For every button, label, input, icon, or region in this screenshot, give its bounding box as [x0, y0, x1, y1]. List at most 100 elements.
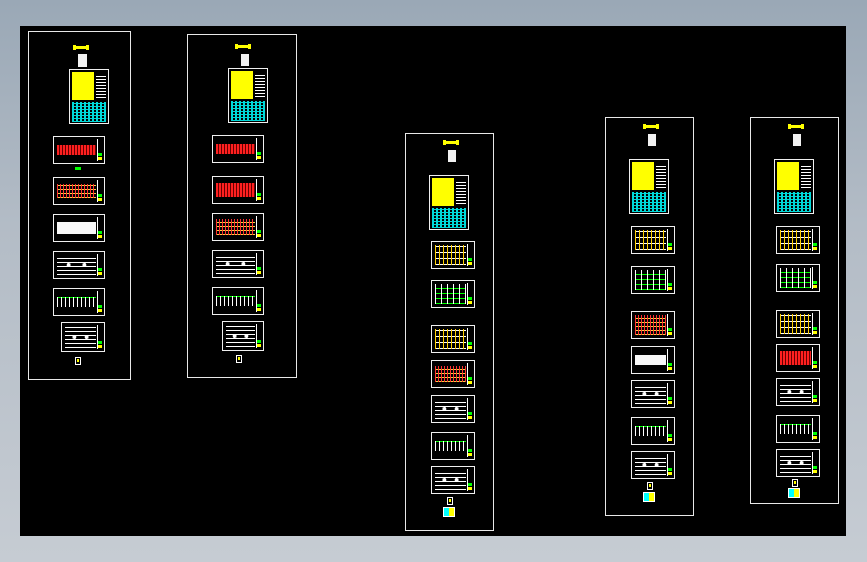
sheet-set-frame-2[interactable]	[187, 34, 297, 378]
sheet-drawing	[435, 284, 466, 304]
drawing-sheet[interactable]	[631, 451, 675, 479]
drawing-sheet[interactable]	[776, 264, 820, 292]
cover-yellow-block	[632, 162, 654, 190]
sheet-drawing	[216, 296, 255, 306]
legend-thumbnail	[788, 488, 800, 498]
sheet-drawing	[435, 245, 466, 265]
drawing-sheet[interactable]	[776, 344, 820, 372]
legend-thumbnail	[643, 492, 655, 502]
cover-index-table	[632, 192, 666, 212]
cover-sheet[interactable]	[629, 159, 669, 214]
cover-index-table	[72, 102, 106, 122]
set-title-mark	[788, 124, 804, 129]
drawing-sheet[interactable]	[222, 321, 264, 351]
sheet-drawing	[435, 329, 466, 349]
drawing-sheet[interactable]	[212, 135, 264, 163]
sheet-drawing	[216, 219, 255, 235]
cover-text-lines	[255, 73, 265, 97]
sheet-tail-note	[647, 482, 653, 490]
set-title-mark	[235, 44, 251, 49]
drawing-sheet[interactable]	[776, 415, 820, 443]
sheet-drawing	[780, 351, 811, 365]
drawing-sheet[interactable]	[631, 417, 675, 445]
sheet-drawing	[57, 297, 96, 307]
drawing-sheet[interactable]	[431, 280, 475, 308]
sheet-set-frame-5[interactable]	[750, 117, 839, 504]
cover-text-lines	[96, 74, 106, 98]
cover-yellow-block	[72, 72, 94, 100]
drawing-sheet[interactable]	[61, 322, 105, 352]
sheet-drawing	[635, 270, 666, 290]
cover-text-lines	[456, 180, 466, 204]
drawing-sheet[interactable]	[212, 213, 264, 241]
cover-sheet[interactable]	[69, 69, 109, 124]
cover-label-box	[241, 54, 249, 66]
sheet-drawing	[65, 326, 96, 348]
drawing-sheet[interactable]	[431, 432, 475, 460]
sheet-drawing	[635, 315, 666, 335]
cad-model-space-canvas[interactable]	[20, 26, 846, 536]
set-title-mark	[443, 140, 459, 145]
drawing-sheet[interactable]	[776, 449, 820, 477]
sheet-tail-note	[75, 357, 81, 365]
cover-text-lines	[801, 164, 811, 188]
drawing-sheet[interactable]	[431, 360, 475, 388]
sheet-drawing	[57, 255, 96, 275]
drawing-sheet[interactable]	[53, 251, 105, 279]
cover-label-box	[448, 150, 456, 162]
sheet-drawing	[435, 470, 466, 490]
cover-label-box	[78, 54, 87, 67]
sheet-tail-note	[236, 355, 242, 363]
drawing-sheet[interactable]	[631, 226, 675, 254]
drawing-sheet[interactable]	[431, 241, 475, 269]
sheet-drawing	[57, 145, 96, 155]
drawing-sheet[interactable]	[431, 395, 475, 423]
cover-sheet[interactable]	[774, 159, 814, 214]
drawing-sheet[interactable]	[631, 380, 675, 408]
cover-index-table	[231, 101, 265, 121]
drawing-sheet[interactable]	[212, 176, 264, 204]
sheet-drawing	[635, 426, 666, 436]
cover-yellow-block	[432, 178, 454, 206]
drawing-sheet[interactable]	[53, 177, 105, 205]
drawing-sheet[interactable]	[431, 325, 475, 353]
cover-sheet[interactable]	[429, 175, 469, 230]
cover-yellow-block	[777, 162, 799, 190]
sheet-drawing	[780, 268, 811, 288]
sheet-set-frame-1[interactable]	[28, 31, 131, 380]
drawing-sheet[interactable]	[776, 226, 820, 254]
sheet-tail-note	[792, 479, 798, 487]
legend-thumbnail	[443, 507, 455, 517]
sheet-drawing	[780, 382, 811, 402]
drawing-sheet[interactable]	[53, 288, 105, 316]
sheet-drawing	[57, 184, 96, 198]
sheet-drawing	[57, 222, 96, 234]
sheet-set-frame-3[interactable]	[405, 133, 494, 531]
sheet-drawing	[780, 230, 811, 250]
drawing-sheet[interactable]	[431, 466, 475, 494]
drawing-sheet[interactable]	[53, 136, 105, 164]
sheet-drawing	[635, 455, 666, 475]
sheet-drawing	[435, 399, 466, 419]
sheet-drawing	[216, 144, 255, 154]
sheet-set-frame-4[interactable]	[605, 117, 694, 516]
sheet-drawing	[635, 230, 666, 250]
drawing-sheet[interactable]	[776, 378, 820, 406]
cover-index-table	[777, 192, 811, 212]
drawing-sheet[interactable]	[53, 214, 105, 242]
cover-sheet[interactable]	[228, 68, 268, 123]
drawing-sheet[interactable]	[212, 250, 264, 278]
set-title-mark	[73, 45, 89, 50]
set-title-mark	[643, 124, 659, 129]
sheet-drawing	[216, 183, 255, 197]
drawing-sheet[interactable]	[212, 287, 264, 315]
sheet-drawing	[216, 254, 255, 274]
sheet-label-mark	[75, 167, 81, 170]
cover-text-lines	[656, 164, 666, 188]
sheet-drawing	[635, 384, 666, 404]
drawing-sheet[interactable]	[776, 310, 820, 338]
drawing-sheet[interactable]	[631, 346, 675, 374]
drawing-sheet[interactable]	[631, 311, 675, 339]
sheet-drawing	[435, 366, 466, 382]
drawing-sheet[interactable]	[631, 266, 675, 294]
